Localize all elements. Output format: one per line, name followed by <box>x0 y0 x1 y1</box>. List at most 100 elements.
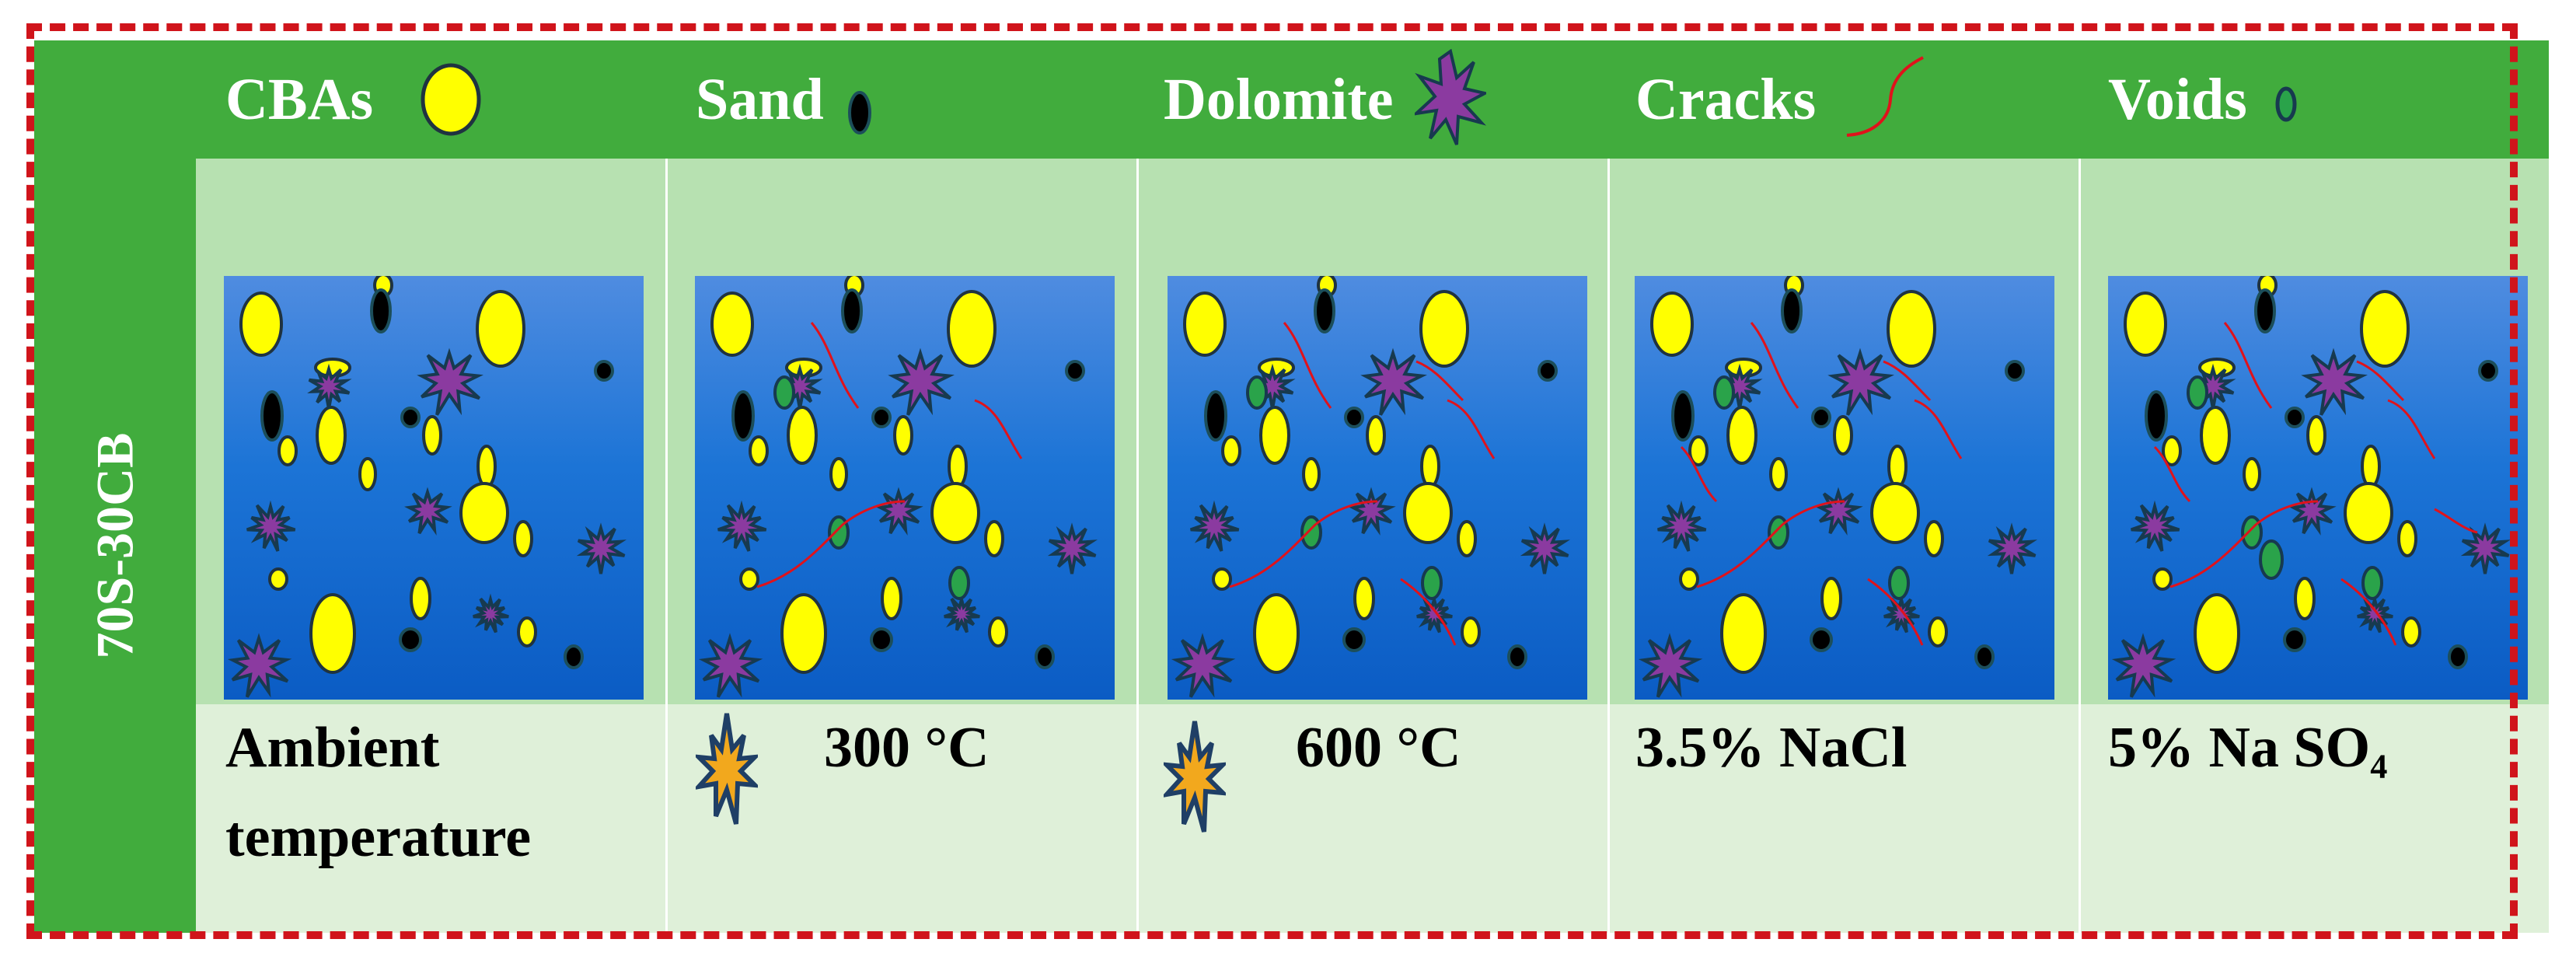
cba-particle <box>1720 593 1767 674</box>
dolomite-particle <box>227 633 292 698</box>
dolomite-particle <box>888 347 955 416</box>
row-label-bar <box>34 159 196 933</box>
dolomite-particle <box>2460 522 2511 574</box>
dolomite-particle <box>1657 500 1707 552</box>
panel-bottom <box>1139 704 1607 933</box>
panel-bottom <box>2081 704 2549 933</box>
cba-particle <box>1833 415 1853 456</box>
sand-particle <box>1810 627 1833 652</box>
dolomite-particle <box>1190 500 1240 552</box>
cba-particle <box>1769 457 1788 491</box>
crack <box>1229 500 1378 588</box>
specimen-matrix <box>1168 276 1587 700</box>
dolomite-particle <box>246 500 296 552</box>
panel-bottom <box>1610 704 2079 933</box>
cba-particle <box>1726 406 1757 465</box>
cba-particle <box>1419 290 1469 368</box>
sand-particle <box>2254 288 2276 333</box>
cba-particle <box>2397 520 2417 557</box>
sand-particle <box>841 288 863 333</box>
sand-particle <box>1344 407 1364 428</box>
cba-particle <box>1302 457 1321 491</box>
panel-bottom <box>668 704 1136 933</box>
purple-starburst-icon <box>1415 49 1487 145</box>
cba-particle <box>2344 482 2393 544</box>
panel-bottom <box>196 704 665 933</box>
cba-particle <box>316 406 347 465</box>
panel-divider <box>1607 159 1610 933</box>
cba-particle <box>1887 290 1936 368</box>
legend-label-sand: Sand <box>696 67 824 132</box>
legend-item-dolomite: Dolomite <box>1164 40 1487 159</box>
condition-label-300c: 300 °C <box>824 716 990 780</box>
legend-item-cracks: Cracks <box>1635 40 1928 159</box>
legend-label-voids: Voids <box>2108 67 2247 132</box>
dolomite-particle <box>2131 500 2180 552</box>
crack <box>756 500 906 588</box>
void <box>1888 566 1910 600</box>
sand-particle <box>564 644 584 669</box>
cba-particle <box>517 616 537 648</box>
sand-particle <box>1781 288 1803 333</box>
void <box>948 566 970 600</box>
dolomite-particle <box>307 363 352 410</box>
void <box>1421 566 1443 600</box>
cba-particle <box>1353 577 1375 620</box>
sand-particle <box>2448 644 2468 669</box>
sand-particle <box>1065 360 1085 382</box>
cba-particle <box>2401 616 2421 648</box>
cba-particle <box>1183 291 1227 357</box>
dolomite-particle <box>944 593 980 634</box>
cba-particle <box>1870 482 1920 544</box>
dolomite-particle <box>1416 593 1453 634</box>
dolomite-particle <box>2111 633 2176 698</box>
specimen-300c <box>695 276 1115 700</box>
specimen-matrix <box>224 276 644 700</box>
cba-particle <box>710 291 754 357</box>
panel-divider <box>1136 159 1139 933</box>
yellow-ellipse-icon <box>421 63 481 136</box>
crack <box>1447 399 1496 459</box>
cba-particle <box>309 593 356 674</box>
cba-particle <box>358 457 377 491</box>
red-crack-icon <box>1847 56 1925 137</box>
cba-particle <box>1688 435 1709 466</box>
dolomite-particle <box>698 633 763 698</box>
sand-particle <box>2145 390 2168 442</box>
legend-item-sand: Sand <box>696 40 874 159</box>
legend-label-cracks: Cracks <box>1635 67 1817 132</box>
cba-particle <box>2200 406 2231 465</box>
specimen-na2so4 <box>2108 276 2528 700</box>
panel-divider <box>665 159 668 933</box>
sand-particle <box>2283 627 2306 652</box>
sand-particle <box>400 407 421 428</box>
cba-particle <box>2306 415 2326 456</box>
dolomite-particle <box>1638 633 1703 698</box>
specimen-matrix <box>1635 276 2054 700</box>
crack <box>2356 360 2405 402</box>
crack <box>1400 578 1457 646</box>
cba-particle <box>1403 482 1453 544</box>
cba-particle <box>930 482 980 544</box>
void <box>2259 539 2284 580</box>
sand-particle <box>1538 360 1558 382</box>
dolomite-particle <box>717 500 767 552</box>
cba-particle <box>988 616 1008 648</box>
cba-particle <box>2360 290 2410 368</box>
condition-label-nacl: 3.5% NaCl <box>1635 716 1908 780</box>
condition-main: 5% Na <box>2108 716 2279 780</box>
cba-particle <box>1924 520 1944 557</box>
cba-particle <box>2194 593 2240 674</box>
cba-particle <box>1212 567 1232 591</box>
sand-particle <box>1035 644 1055 669</box>
void <box>2187 375 2208 410</box>
crack <box>1914 399 1963 459</box>
legend-item-cbas: CBAs <box>225 40 482 159</box>
condition-label-na2so4: 5% Na SO₄ <box>2108 703 2387 793</box>
cba-particle <box>2243 457 2261 491</box>
specimen-nacl <box>1635 276 2054 700</box>
dashed-frame <box>26 23 2518 939</box>
cba-particle <box>780 593 827 674</box>
crack <box>974 399 1023 459</box>
specimen-600c <box>1168 276 1587 700</box>
